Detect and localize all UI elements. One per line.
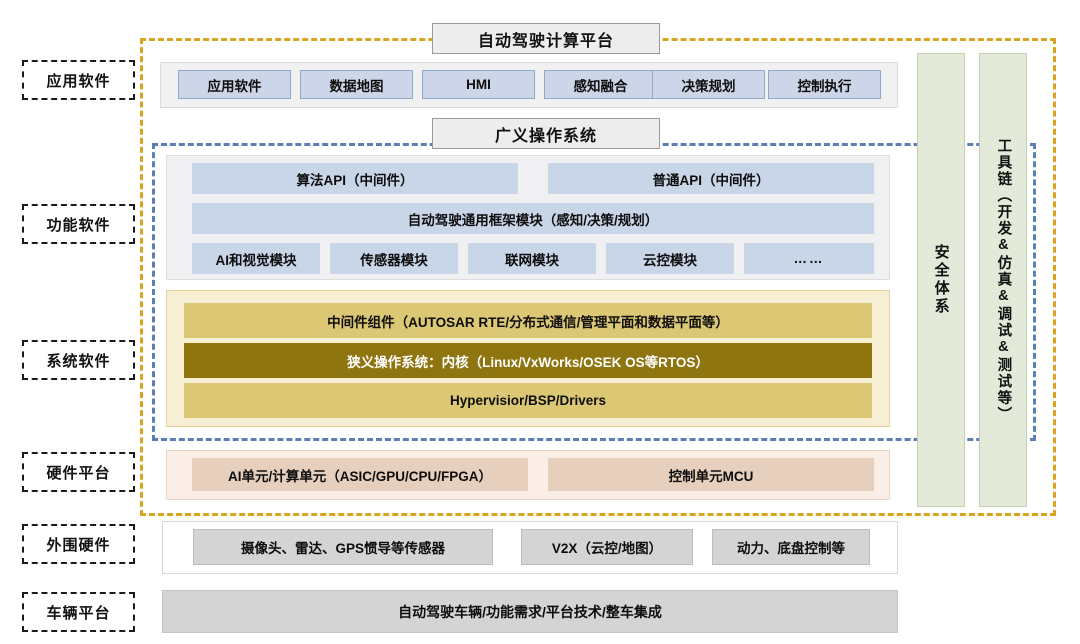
page-title: 自动驾驶计算平台	[432, 23, 660, 54]
sys-row-kernel[interactable]: 狭义操作系统：内核（Linux/VxWorks/OSEK OS等RTOS）	[184, 343, 872, 378]
func-module-0[interactable]: AI和视觉模块	[192, 243, 320, 274]
app-item-0[interactable]: 应用软件	[178, 70, 291, 99]
hw-item-1[interactable]: 控制单元MCU	[548, 458, 874, 491]
tier-label-hardware-platform: 硬件平台	[22, 452, 135, 492]
tier-label-peripheral-hardware: 外围硬件	[22, 524, 135, 564]
func-module-1[interactable]: 传感器模块	[330, 243, 458, 274]
generalized-os-title: 广义操作系统	[432, 118, 660, 149]
api-item-0[interactable]: 算法API（中间件）	[192, 163, 518, 194]
app-item-1[interactable]: 数据地图	[300, 70, 413, 99]
vehicle-platform-row[interactable]: 自动驾驶车辆/功能需求/平台技术/整车集成	[162, 590, 898, 633]
app-item-4[interactable]: 决策规划	[652, 70, 765, 99]
framework-module-row[interactable]: 自动驾驶通用框架模块（感知/决策/规划）	[192, 203, 874, 234]
tier-label-system-software: 系统软件	[22, 340, 135, 380]
side-column-toolchain[interactable]: 工具链（开发&仿真&调试&测试等）	[979, 53, 1027, 507]
func-module-3[interactable]: 云控模块	[606, 243, 734, 274]
app-item-5[interactable]: 控制执行	[768, 70, 881, 99]
periph-item-2[interactable]: 动力、底盘控制等	[712, 529, 870, 565]
tier-label-application-software: 应用软件	[22, 60, 135, 100]
periph-item-0[interactable]: 摄像头、雷达、GPS惯导等传感器	[193, 529, 493, 565]
api-item-1[interactable]: 普通API（中间件）	[548, 163, 874, 194]
app-item-2[interactable]: HMI	[422, 70, 535, 99]
func-module-4[interactable]: ……	[744, 243, 874, 274]
func-module-2[interactable]: 联网模块	[468, 243, 596, 274]
tier-label-functional-software: 功能软件	[22, 204, 135, 244]
sys-row-middleware[interactable]: 中间件组件（AUTOSAR RTE/分布式通信/管理平面和数据平面等）	[184, 303, 872, 338]
sys-row-hypervisor[interactable]: Hypervisior/BSP/Drivers	[184, 383, 872, 418]
periph-item-1[interactable]: V2X（云控/地图）	[521, 529, 693, 565]
tier-label-vehicle-platform: 车辆平台	[22, 592, 135, 632]
side-column-safety[interactable]: 安全体系	[917, 53, 965, 507]
app-item-3[interactable]: 感知融合	[544, 70, 657, 99]
hw-item-0[interactable]: AI单元/计算单元（ASIC/GPU/CPU/FPGA）	[192, 458, 528, 491]
